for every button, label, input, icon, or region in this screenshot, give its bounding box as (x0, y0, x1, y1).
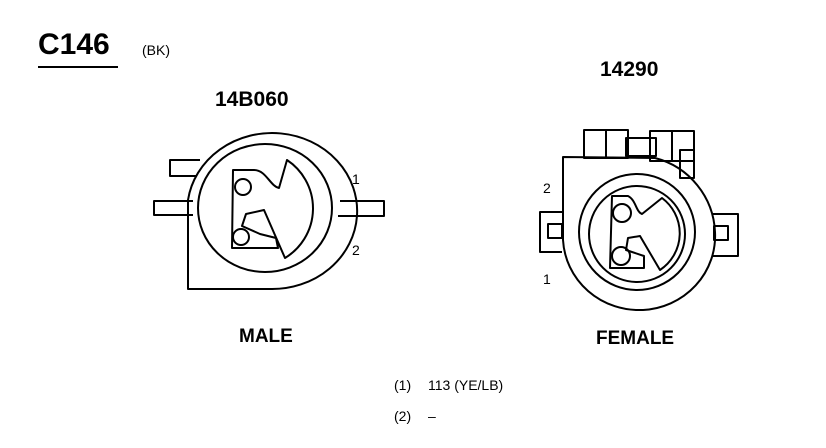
female-label: FEMALE (596, 328, 675, 349)
male-part-number: 14B060 (215, 88, 289, 111)
female-part-number: 14290 (600, 58, 659, 81)
legend-pin-1-number: (1) (394, 377, 412, 393)
title-underline (38, 66, 118, 68)
connector-id: C146 (38, 28, 110, 61)
male-pin-2-label: 2 (352, 242, 360, 258)
legend-pin-2-number: (2) (394, 408, 412, 424)
male-connector-drawing (153, 132, 385, 291)
connector-color-code: (BK) (142, 42, 170, 58)
male-pin-1-label: 1 (352, 171, 360, 187)
female-connector-drawing (539, 129, 739, 312)
female-pin-2-label: 2 (543, 180, 551, 196)
legend-pin-1-circuit: 113 (YE/LB) (428, 377, 504, 393)
male-label: MALE (239, 326, 293, 347)
legend-pin-2-circuit: – (428, 408, 436, 424)
female-pin-1-label: 1 (543, 271, 551, 287)
